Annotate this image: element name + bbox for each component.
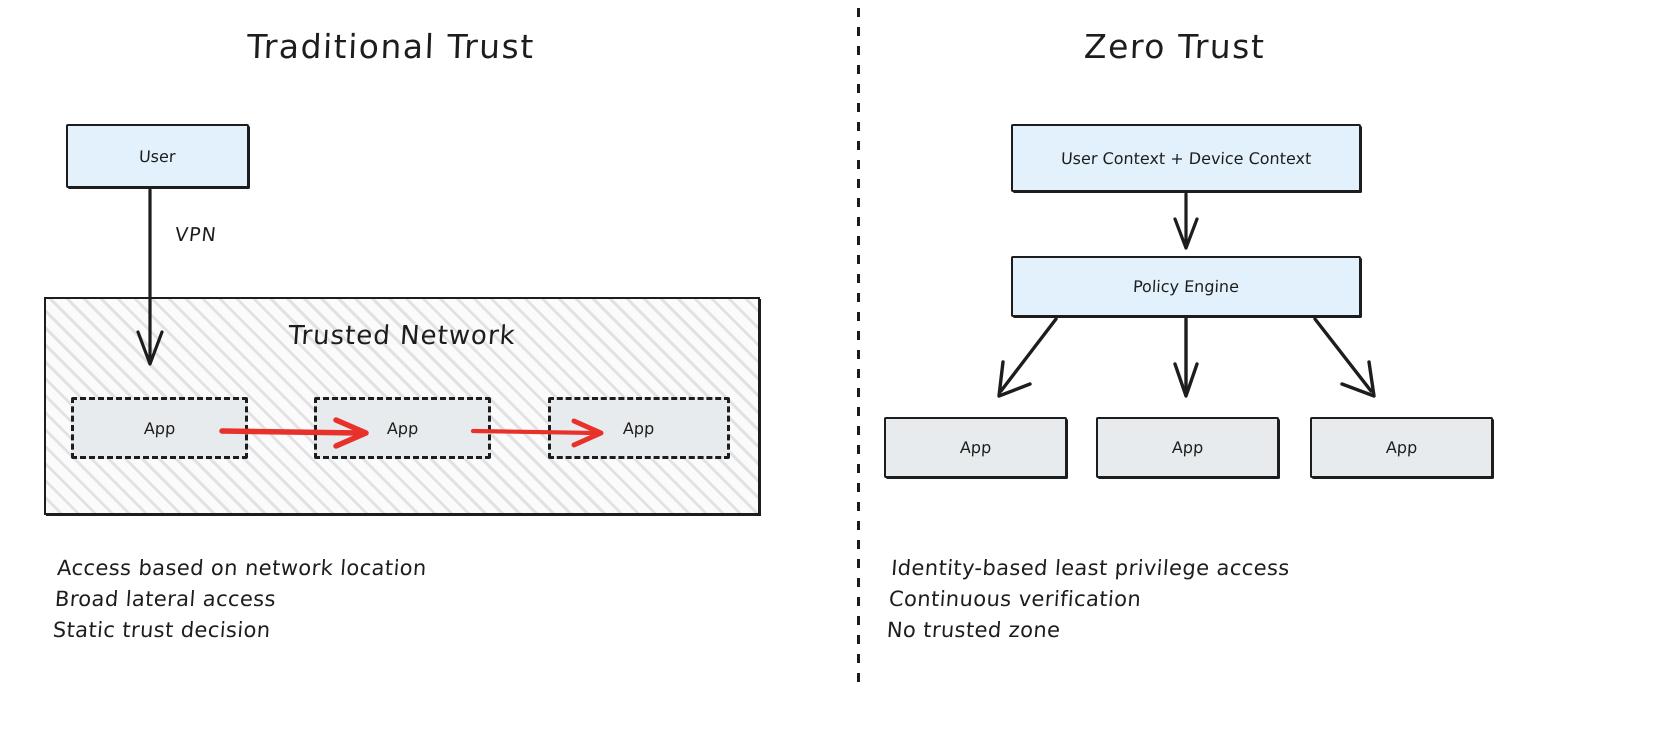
note-traditional-1: Access based on network location: [56, 556, 428, 580]
node-app-traditional-3-label: App: [622, 418, 656, 438]
node-app-zerotrust-1[interactable]: App: [884, 417, 1067, 478]
notes-zero-trust: Identity-based least privilege access Co…: [886, 553, 1291, 646]
trusted-network-label: Trusted Network: [287, 321, 517, 351]
node-app-traditional-2[interactable]: App: [314, 397, 491, 459]
node-app-zerotrust-3[interactable]: App: [1310, 417, 1493, 478]
arrow-policy-to-app-1: [997, 317, 1058, 398]
node-app-traditional-2-label: App: [386, 418, 419, 438]
panel-title-traditional: Traditional Trust: [246, 27, 536, 66]
node-user-device-context[interactable]: User Context + Device Context: [1011, 124, 1361, 192]
note-zerotrust-2: Continuous verification: [888, 587, 1143, 611]
arrow-context-to-policy: [1173, 192, 1199, 250]
node-app-zerotrust-2[interactable]: App: [1096, 417, 1279, 478]
note-zerotrust-1: Identity-based least privilege access: [890, 556, 1291, 580]
node-user-device-context-label: User Context + Device Context: [1060, 148, 1312, 168]
node-app-zerotrust-3-label: App: [1385, 438, 1418, 457]
node-app-traditional-3[interactable]: App: [548, 397, 730, 459]
node-app-traditional-1[interactable]: App: [71, 397, 248, 459]
panel-divider: [857, 8, 860, 688]
note-traditional-2: Broad lateral access: [54, 587, 277, 611]
node-user[interactable]: User: [66, 124, 249, 188]
panel-title-zero-trust: Zero Trust: [1083, 27, 1267, 66]
node-app-zerotrust-1-label: App: [959, 438, 992, 457]
node-user-label: User: [138, 146, 177, 166]
node-policy-engine-label: Policy Engine: [1132, 277, 1240, 296]
node-app-zerotrust-2-label: App: [1171, 438, 1204, 457]
arrow-policy-to-app-2: [1173, 317, 1199, 398]
edge-label-vpn: VPN: [173, 224, 218, 246]
note-traditional-3: Static trust decision: [52, 618, 272, 642]
node-app-traditional-1-label: App: [143, 418, 176, 438]
arrow-policy-to-app-3: [1313, 317, 1376, 398]
node-policy-engine[interactable]: Policy Engine: [1011, 256, 1361, 317]
note-zerotrust-3: No trusted zone: [886, 618, 1062, 642]
notes-traditional: Access based on network location Broad l…: [52, 553, 428, 646]
